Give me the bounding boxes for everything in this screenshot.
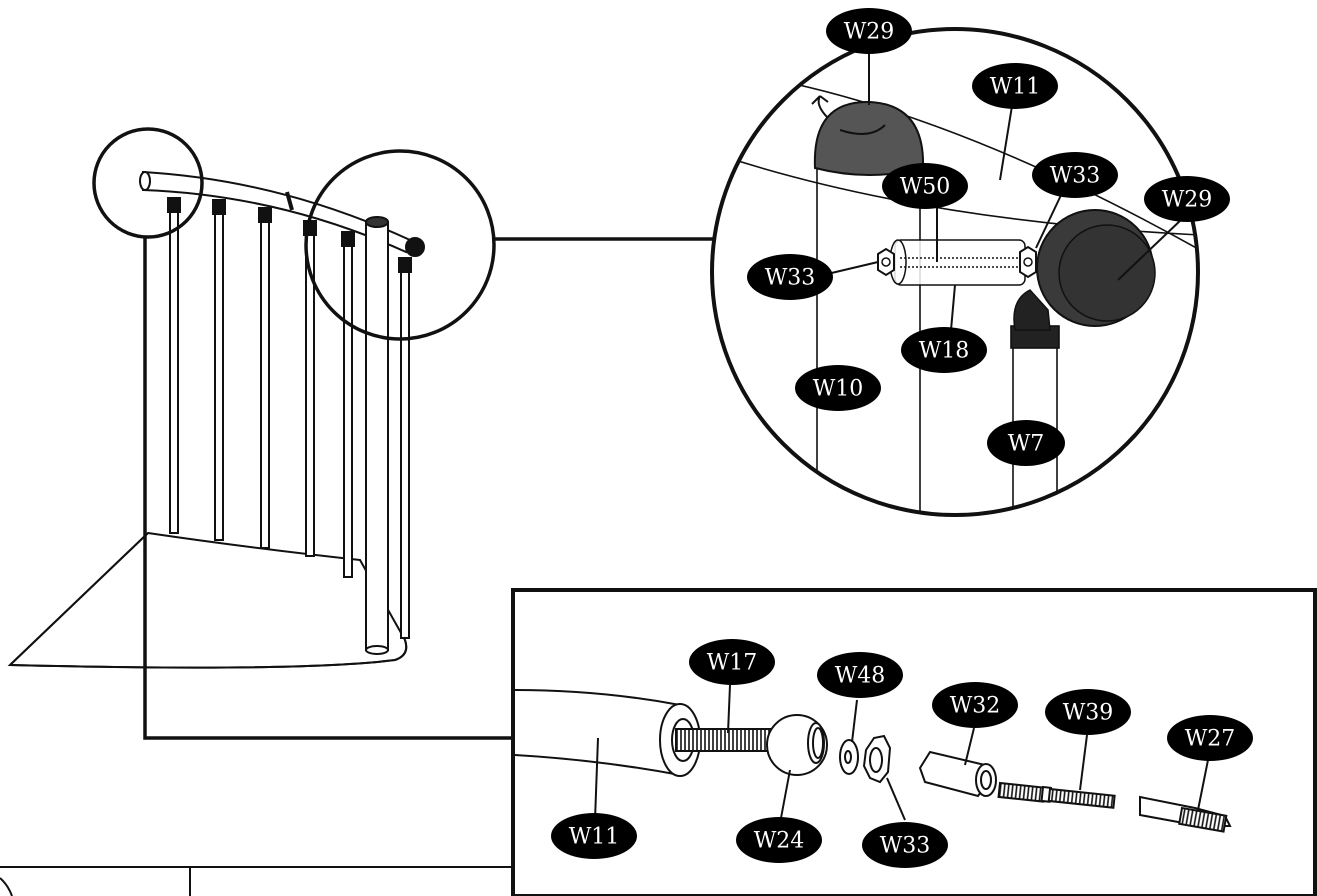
svg-text:W18: W18: [919, 339, 970, 364]
svg-text:W7: W7: [1008, 432, 1045, 457]
floor-platform-edge: [9, 639, 408, 669]
label-w29-top: W29: [826, 8, 912, 54]
handrail: [142, 170, 412, 254]
newel-post: [365, 221, 389, 651]
svg-text:W29: W29: [844, 20, 895, 45]
handrail-end-cap: [405, 237, 425, 257]
label-w18: W18: [901, 327, 987, 373]
svg-text:W33: W33: [1050, 164, 1101, 189]
label-w11-bottom: W11: [551, 813, 637, 859]
label-w32: W32: [932, 682, 1018, 728]
svg-text:W39: W39: [1063, 701, 1114, 726]
label-w48: W48: [817, 652, 903, 698]
labels: W29 W11 W50 W33 W29 W33 W18 W10 W7 W17 W…: [551, 8, 1253, 868]
svg-text:W50: W50: [900, 175, 951, 200]
label-w33-top-right: W33: [1032, 152, 1118, 198]
label-w17: W17: [689, 639, 775, 685]
label-w10: W10: [795, 365, 881, 411]
svg-text:W11: W11: [569, 825, 620, 850]
svg-text:W33: W33: [880, 834, 931, 859]
detail-top-frame: [710, 27, 1200, 517]
label-w27: W27: [1167, 715, 1253, 761]
rod-w17: [675, 728, 777, 752]
rotate-arrow-icon: [811, 95, 829, 119]
svg-text:W24: W24: [754, 829, 805, 854]
svg-text:W32: W32: [950, 694, 1001, 719]
label-w33-bottom: W33: [862, 822, 948, 868]
connector-bottom: [143, 237, 513, 740]
svg-text:W48: W48: [835, 664, 886, 689]
svg-text:W33: W33: [765, 266, 816, 291]
svg-text:W17: W17: [707, 651, 758, 676]
svg-text:W27: W27: [1185, 727, 1236, 752]
detail-circle-right: [304, 149, 496, 341]
label-w7: W7: [987, 420, 1065, 466]
label-w50: W50: [882, 163, 968, 209]
info-table-fragment: [0, 866, 513, 896]
label-w11-top: W11: [972, 63, 1058, 109]
svg-text:W10: W10: [813, 377, 864, 402]
detail-circle-left: [92, 127, 204, 239]
label-w33-top-left: W33: [747, 254, 833, 300]
sleeve-w18: [889, 239, 1026, 286]
label-w24: W24: [736, 817, 822, 863]
svg-text:W29: W29: [1162, 188, 1213, 213]
nut-w33-left: [877, 247, 895, 277]
nut-w33-right: [1019, 245, 1037, 279]
label-w39: W39: [1045, 689, 1131, 735]
label-w29-right: W29: [1144, 176, 1230, 222]
staircase-overview: [7, 127, 496, 669]
svg-text:W11: W11: [990, 75, 1041, 100]
balusters: [167, 197, 412, 639]
